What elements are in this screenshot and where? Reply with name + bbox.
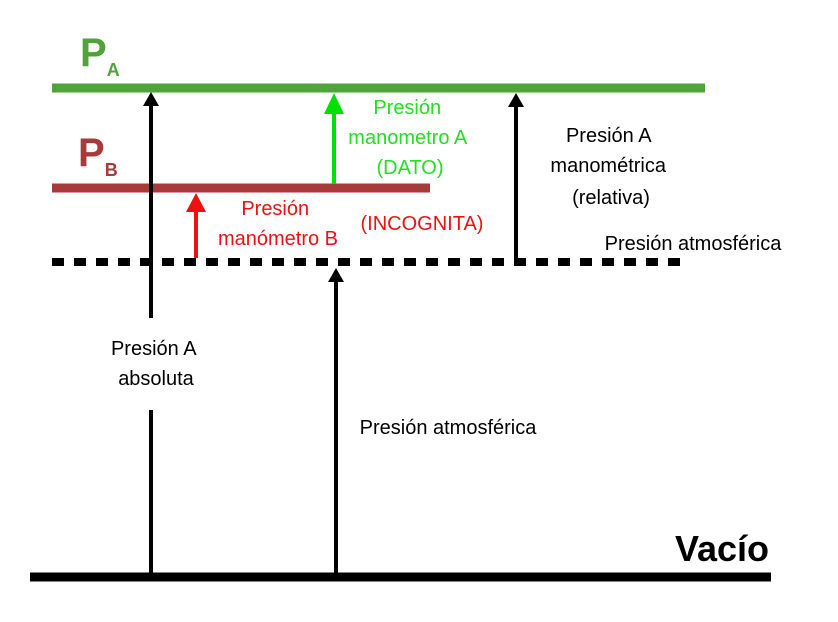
absolute-arrow-head	[143, 92, 159, 106]
gauge-b-arrow-head	[186, 193, 206, 212]
absolute-pressure-label: Presión A absoluta	[111, 338, 201, 390]
incognita-label: (INCOGNITA)	[361, 213, 484, 235]
pa-label: PA	[80, 31, 120, 80]
atmospheric-arrow-head	[328, 268, 344, 282]
relative-pressure-label: Presión A manométrica (relativa)	[550, 125, 671, 209]
atmospheric-line-label: Presión atmosférica	[605, 233, 783, 255]
pb-label: PB	[78, 131, 118, 180]
atmospheric-arrow-label: Presión atmosférica	[360, 417, 538, 439]
gauge-b-label: Presión manómetro B	[218, 198, 338, 250]
gauge-a-label: Presión manometro A (DATO)	[348, 97, 471, 179]
vacuum-label: Vacío	[675, 528, 769, 569]
relative-arrow-head	[508, 93, 524, 107]
gauge-a-arrow-head	[324, 93, 344, 114]
